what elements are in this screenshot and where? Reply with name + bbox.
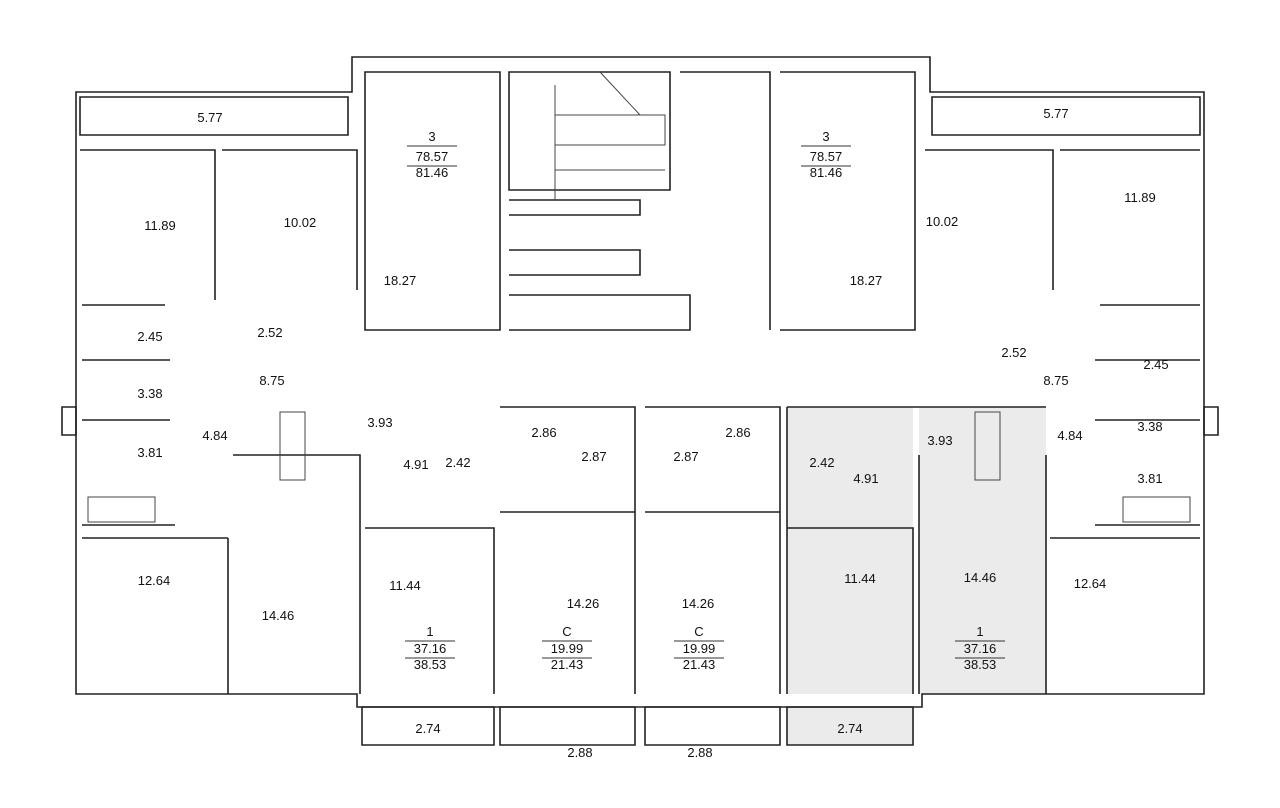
room-area-label: 11.44 <box>844 571 876 586</box>
room-area-label: 3.81 <box>137 445 162 460</box>
room-area-label: 4.91 <box>853 471 878 486</box>
room-area-label: 2.86 <box>725 425 750 440</box>
room-area-label: 2.88 <box>687 745 712 760</box>
room-area-label: 2.45 <box>1143 357 1168 372</box>
room-area-label: 2.52 <box>1001 345 1026 360</box>
apartment-living-area: 78.57 <box>416 149 449 164</box>
apartment-total-area: 81.46 <box>810 165 843 180</box>
apartment-rooms-label: 3 <box>822 129 829 144</box>
apartment-total-area: 21.43 <box>683 657 716 672</box>
apartment-living-area: 19.99 <box>683 641 716 656</box>
apartment-total-area: 38.53 <box>964 657 997 672</box>
apartment-rooms-label: 1 <box>976 624 983 639</box>
apartment-living-area: 19.99 <box>551 641 584 656</box>
room-area-label: 18.27 <box>384 273 417 288</box>
room-area-label: 2.87 <box>673 449 698 464</box>
room-area-label: 8.75 <box>1043 373 1068 388</box>
room-area-label: 11.89 <box>144 218 176 233</box>
apartment-total-area: 81.46 <box>416 165 449 180</box>
room-area-label: 5.77 <box>197 110 222 125</box>
room-area-label: 3.93 <box>927 433 952 448</box>
apartment-rooms-label: 3 <box>428 129 435 144</box>
apartment-total-area: 38.53 <box>414 657 447 672</box>
room-area-label: 4.84 <box>1057 428 1082 443</box>
room-area-label: 12.64 <box>138 573 171 588</box>
room-area-label: 14.26 <box>567 596 600 611</box>
walls <box>61 56 1219 746</box>
room-area-label: 4.84 <box>202 428 227 443</box>
room-area-label: 2.42 <box>445 455 470 470</box>
room-area-label: 10.02 <box>284 215 317 230</box>
apartment-living-area: 37.16 <box>414 641 447 656</box>
room-area-label: 11.89 <box>1124 190 1156 205</box>
room-area-label: 2.88 <box>567 745 592 760</box>
room-area-label: 2.74 <box>837 721 862 736</box>
room-labels: 5.77 11.89 10.02 18.27 2.45 2.52 3.38 8.75 4.84 3… <box>137 106 1168 760</box>
room-area-label: 14.46 <box>964 570 997 585</box>
apartment-rooms-label: 1 <box>426 624 433 639</box>
room-area-label: 5.77 <box>1043 106 1068 121</box>
selected-apartment-highlight <box>787 407 1046 745</box>
room-area-label: 10.02 <box>926 214 959 229</box>
room-area-label: 18.27 <box>850 273 883 288</box>
room-area-label: 8.75 <box>259 373 284 388</box>
room-area-label: 2.52 <box>257 325 282 340</box>
room-area-label: 2.45 <box>137 329 162 344</box>
apartment-total-area: 21.43 <box>551 657 584 672</box>
room-area-label: 2.86 <box>531 425 556 440</box>
room-area-label: 2.74 <box>415 721 440 736</box>
room-area-label: 12.64 <box>1074 576 1107 591</box>
room-area-label: 2.42 <box>809 455 834 470</box>
room-area-label: 3.38 <box>137 386 162 401</box>
room-area-label: 3.93 <box>367 415 392 430</box>
room-area-label: 14.46 <box>262 608 295 623</box>
apartment-living-area: 78.57 <box>810 149 843 164</box>
apartment-rooms-label: С <box>694 624 703 639</box>
room-area-label: 11.44 <box>389 578 421 593</box>
apartment-rooms-label: С <box>562 624 571 639</box>
room-area-label: 14.26 <box>682 596 715 611</box>
room-area-label: 4.91 <box>403 457 428 472</box>
room-area-label: 3.81 <box>1137 471 1162 486</box>
apartment-living-area: 37.16 <box>964 641 997 656</box>
room-area-label: 3.38 <box>1137 419 1162 434</box>
room-area-label: 2.87 <box>581 449 606 464</box>
